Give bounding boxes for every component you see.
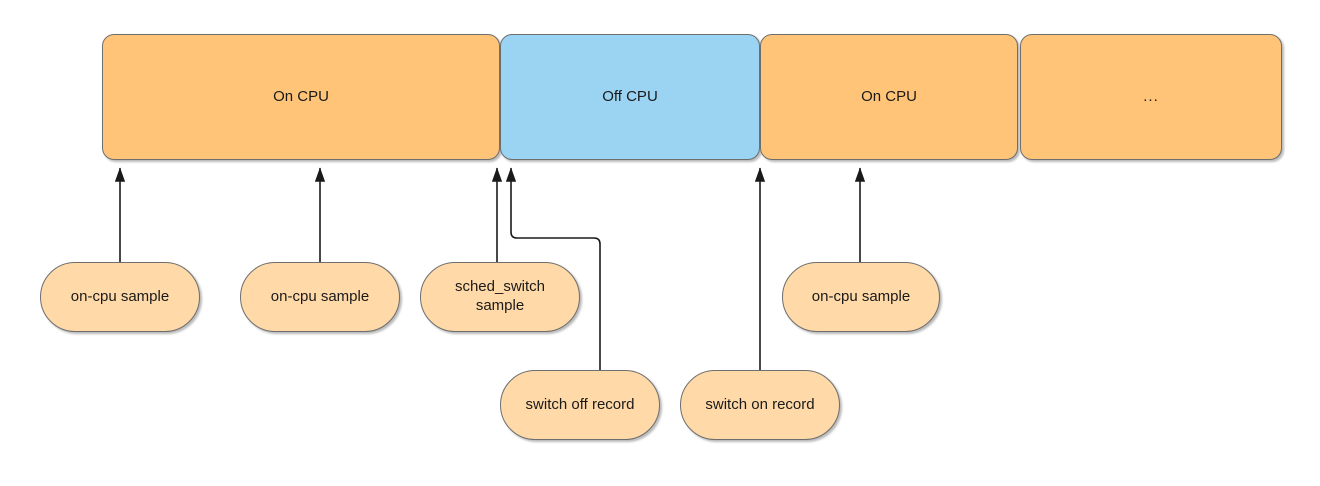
timeline-segment-label: ... [1143, 87, 1159, 105]
record-node-switch-on[interactable]: switch on record [680, 370, 840, 440]
timeline-segment-label: On CPU [861, 87, 917, 105]
timeline-segment-on-cpu-2[interactable]: On CPU [760, 34, 1018, 160]
timeline-segment-off-cpu-1[interactable]: Off CPU [500, 34, 760, 160]
sample-node-on-cpu-2[interactable]: on-cpu sample [240, 262, 400, 332]
timeline-segment-label: Off CPU [602, 87, 658, 105]
timeline-segment-ellipsis[interactable]: ... [1020, 34, 1282, 160]
sample-node-label: on-cpu sample [270, 287, 370, 305]
connector-switch-off-record [505, 167, 601, 370]
timeline-segment-label: On CPU [273, 87, 329, 105]
sample-node-on-cpu-1[interactable]: on-cpu sample [40, 262, 200, 332]
record-node-label: switch off record [525, 395, 635, 413]
sample-node-label: on-cpu sample [70, 287, 170, 305]
sample-node-label: on-cpu sample [811, 287, 911, 305]
sample-node-sched-switch[interactable]: sched_switch sample [420, 262, 580, 332]
timeline-segment-on-cpu-1[interactable]: On CPU [102, 34, 500, 160]
sample-node-label: sched_switch sample [454, 278, 546, 314]
record-node-switch-off[interactable]: switch off record [500, 370, 660, 440]
sample-node-on-cpu-3[interactable]: on-cpu sample [782, 262, 940, 332]
record-node-label: switch on record [705, 395, 815, 413]
